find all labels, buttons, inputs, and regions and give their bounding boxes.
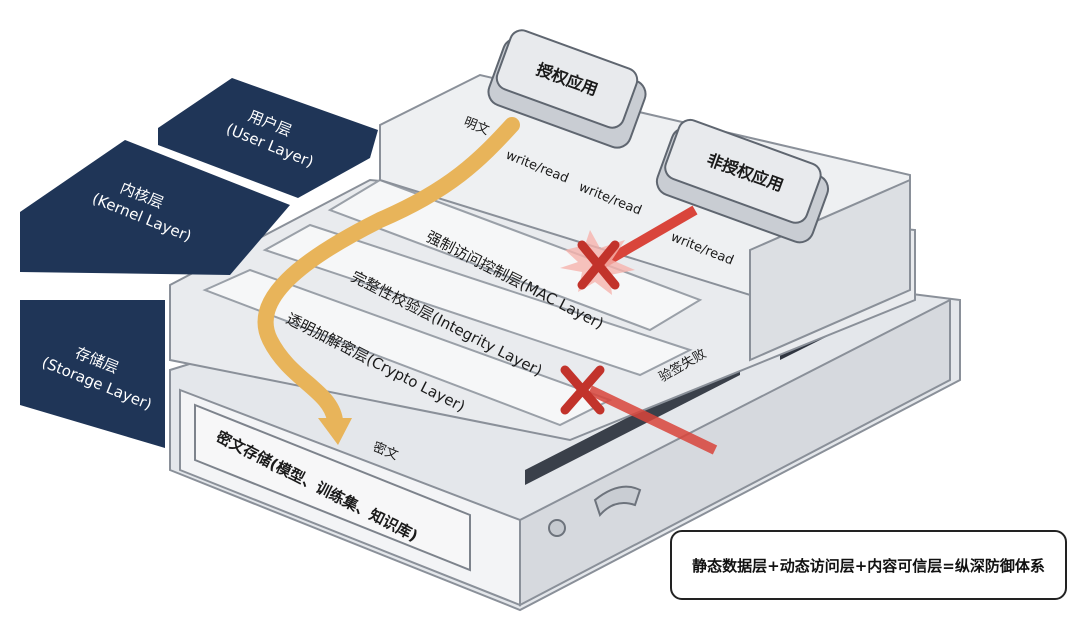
- blocked-path-mac: [597, 205, 698, 270]
- storage-slot: [194, 403, 471, 572]
- handle-icon: [593, 485, 642, 517]
- mac-layer-plate: [327, 178, 703, 332]
- integrity-layer-plate: [262, 223, 693, 377]
- authorized-flow-arrow: [257, 117, 520, 428]
- storage-side-panel: [519, 298, 951, 607]
- authorized-app-chip[interactable]: 授权应用: [485, 27, 650, 152]
- storage-layer-block: [20, 300, 165, 448]
- blocked-x-icon: [577, 240, 620, 290]
- user-layer-block: [158, 78, 378, 198]
- flow-arrowhead: [318, 418, 352, 445]
- unauthorized-app-chip[interactable]: 非授权应用: [653, 117, 832, 247]
- user-tray-side: [749, 178, 911, 362]
- blocked-path-integrity: [587, 385, 718, 455]
- summary-text: 静态数据层+动态访问层+内容可信层=纵深防御体系: [692, 556, 1045, 575]
- kernel-layer-block: [20, 140, 290, 275]
- summary-box: 静态数据层+动态访问层+内容可信层=纵深防御体系: [670, 530, 1067, 600]
- blocked-x-icon: [560, 365, 605, 415]
- screw-icon: [548, 519, 566, 537]
